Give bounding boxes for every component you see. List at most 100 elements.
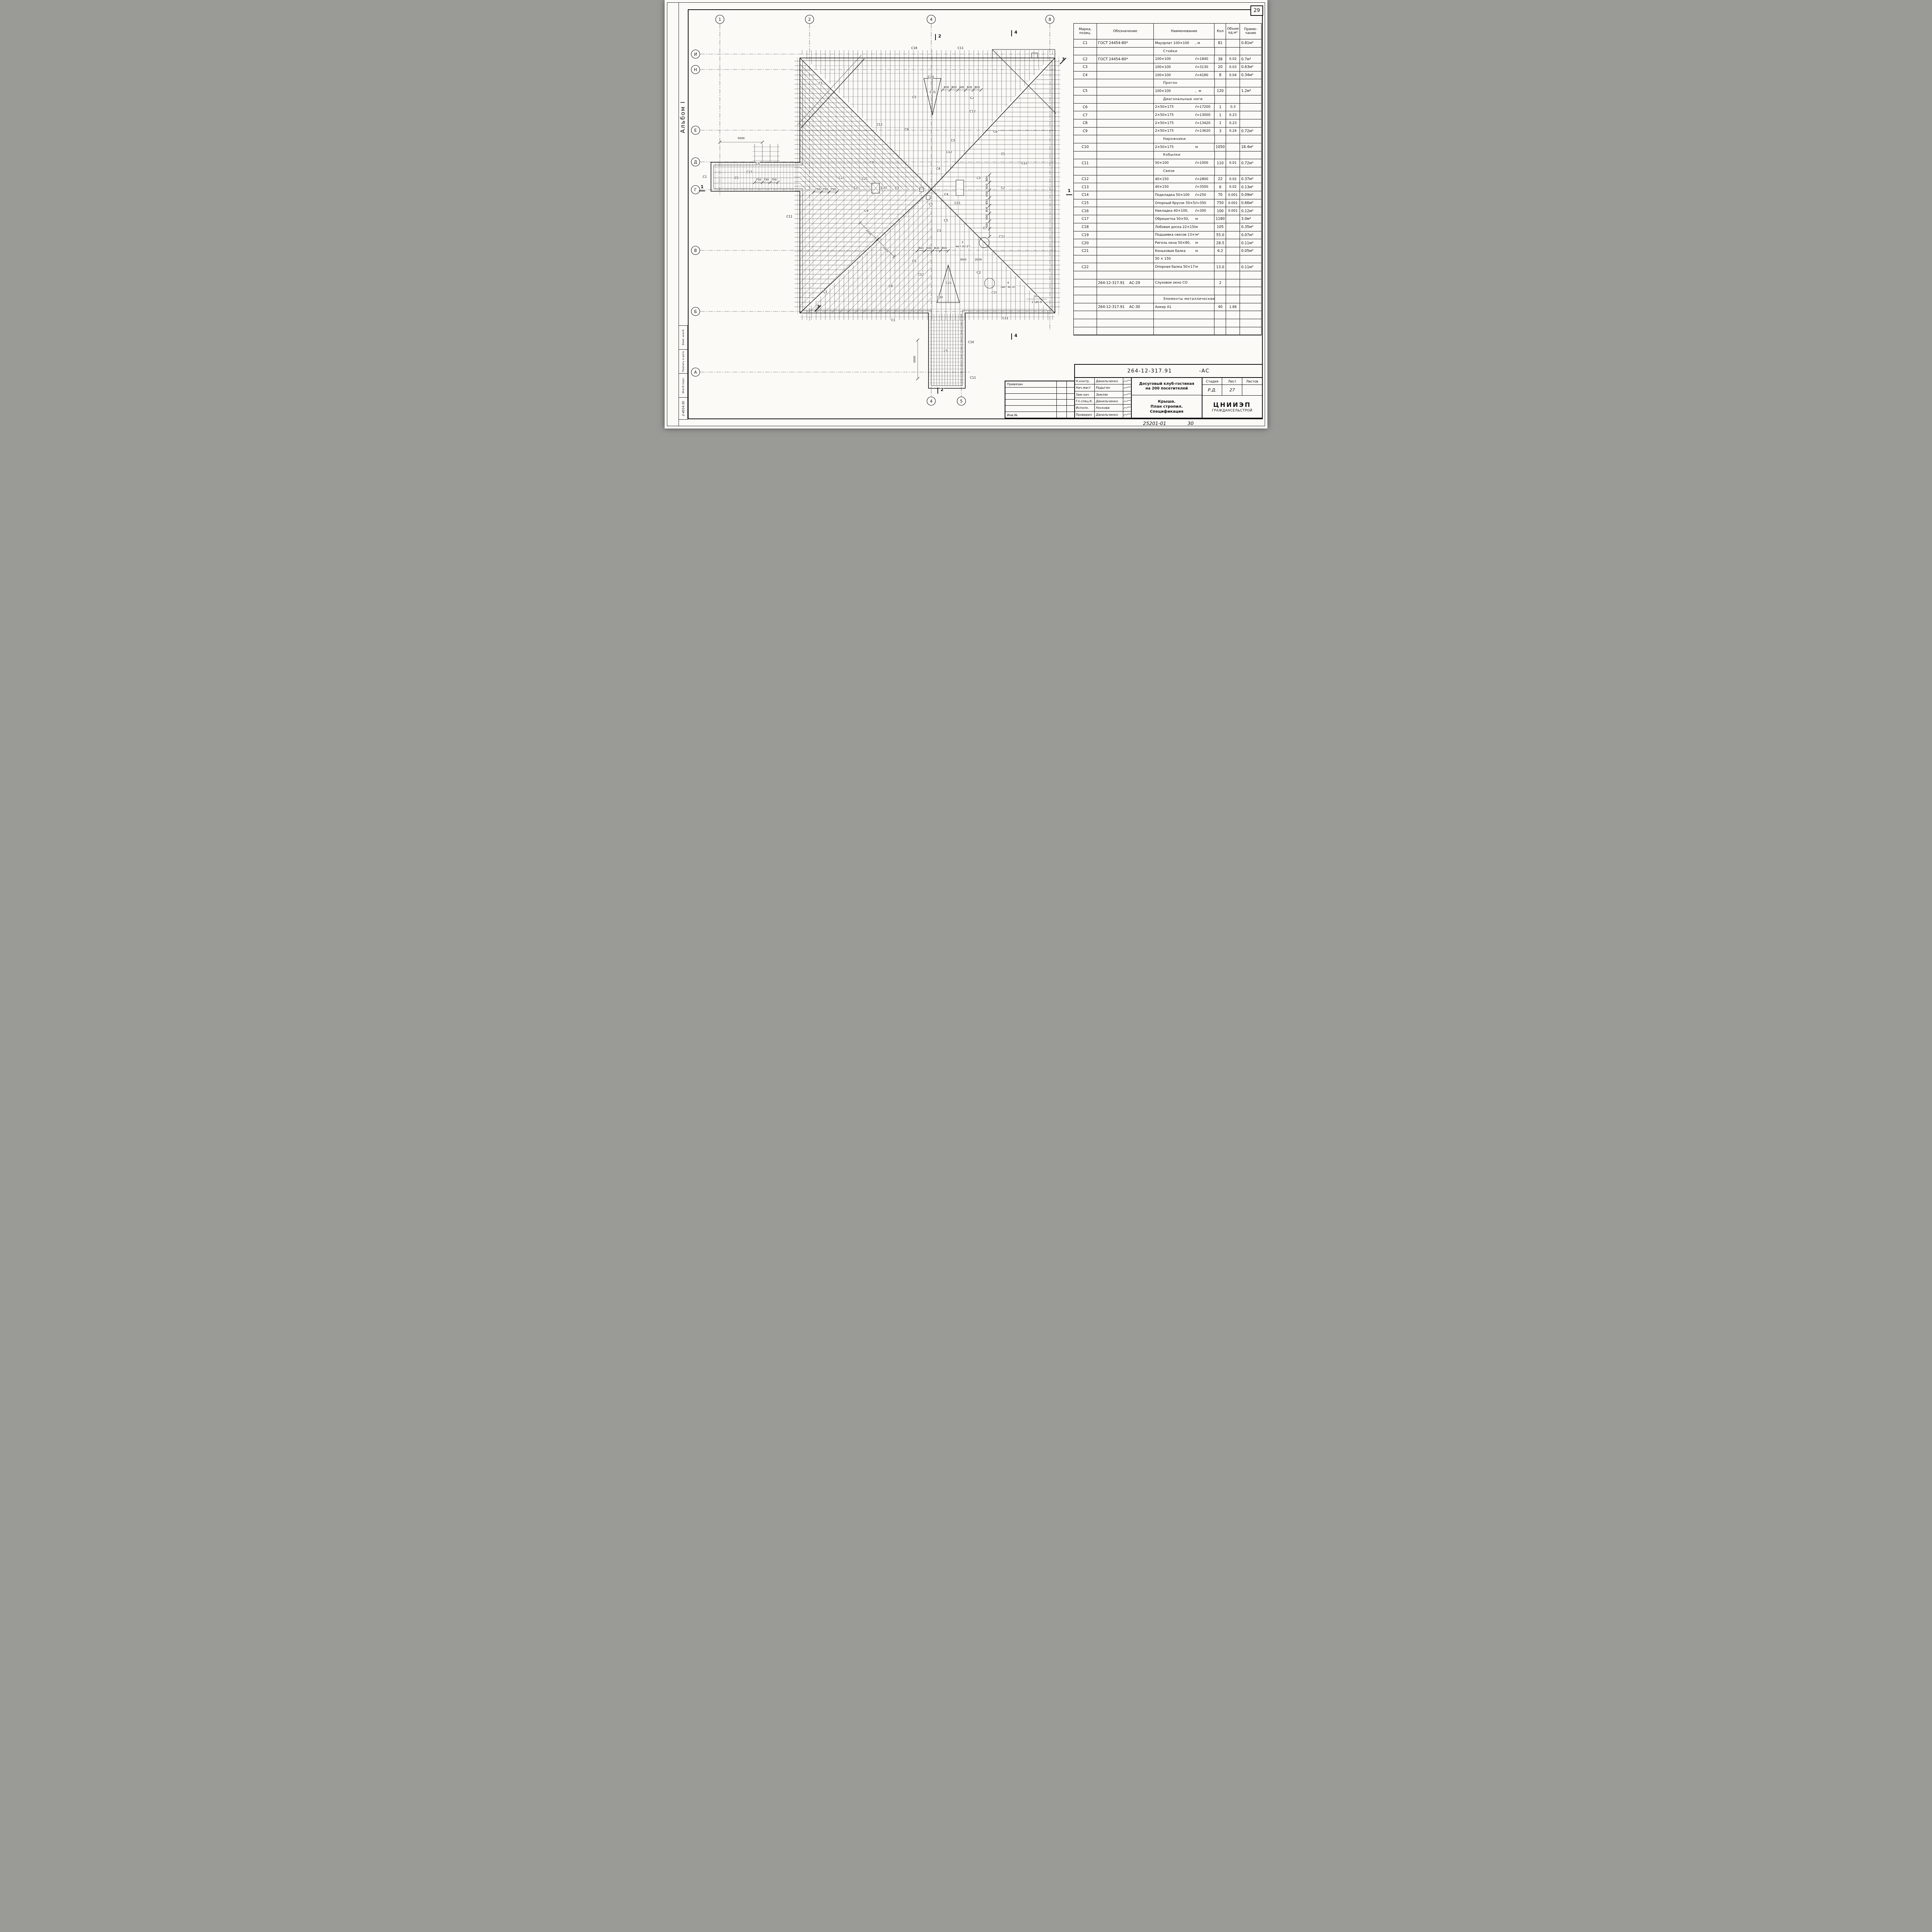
spec-volume: [1226, 279, 1240, 287]
axis-circle: [927, 396, 936, 406]
section-mark: 2: [938, 34, 941, 39]
ext-row: Привязан: [1005, 381, 1075, 388]
note-text: 2.160-9: [1032, 301, 1042, 304]
ext-cell: [1067, 412, 1075, 418]
organization-name: ЦНИИЭП: [1213, 401, 1251, 408]
dim-text: 2000: [959, 258, 967, 261]
spec-designation: [1097, 271, 1154, 279]
spec-qty: 1050: [1214, 143, 1226, 151]
dim-tick: [923, 249, 927, 253]
ext-cell: [1057, 400, 1067, 406]
spec-volume: 0.23: [1226, 111, 1240, 119]
ext-cell: [1067, 388, 1075, 393]
spec-mark: С8: [1074, 119, 1097, 127]
axis-label: 5: [960, 399, 963, 404]
element-mark: С17: [746, 170, 752, 174]
spec-length-text: ℓ=17200: [1195, 105, 1211, 109]
spec-volume: [1226, 167, 1240, 175]
dim-tick: [971, 88, 975, 92]
spec-volume: [1226, 215, 1240, 223]
spec-volume: 0.001: [1226, 207, 1240, 215]
spec-name: Слуховое окно СО: [1154, 279, 1215, 287]
spec-volume: 0.03: [1226, 63, 1240, 71]
spec-name-text: Коньковая балка: [1155, 249, 1186, 253]
axis-label: Д: [694, 160, 697, 165]
plan-line: [800, 221, 931, 313]
dim-text: 850: [985, 199, 988, 204]
stage-value: Р.Д.: [1208, 388, 1217, 393]
stage-label: Стадия: [1202, 378, 1222, 385]
axis-circle: [927, 15, 936, 24]
personnel-signature: [1123, 405, 1131, 411]
spec-header-note: Приме- чание: [1244, 27, 1257, 35]
plan-line: [800, 205, 931, 313]
sheet-label: Лист: [1222, 378, 1242, 385]
element-mark: С20: [937, 296, 943, 299]
spec-name-text: Опорный брусок 50×50,: [1155, 201, 1196, 205]
element-mark: С11: [970, 376, 976, 379]
spec-name-text: Анкер А1: [1155, 305, 1172, 309]
spec-note: 0.09м³: [1241, 193, 1253, 197]
element-mark: С21: [946, 281, 952, 285]
spec-volume: [1226, 135, 1240, 143]
dim-text: 800: [942, 246, 947, 250]
personnel-row: Н.контр.Данильченко: [1075, 378, 1131, 385]
spec-note: [1240, 271, 1261, 279]
spec-header-designation: Обозначение: [1097, 24, 1154, 39]
spec-name: Опорный брусок 50×50,ℓ=350: [1154, 199, 1215, 207]
spec-section-row: Нарожники: [1074, 135, 1261, 143]
dim-text: 750: [764, 178, 769, 181]
dim-text: 800: [985, 214, 988, 220]
margin-stamp-boxes: Взам. инв.N Подпись и дата Инв.N подл. 2…: [679, 325, 688, 420]
spec-qty: [1214, 319, 1226, 327]
signature-path: [1123, 379, 1131, 383]
ext-cell: [1057, 412, 1067, 418]
nw-ridge-outer: [797, 55, 862, 125]
spec-qty: 28.5: [1214, 239, 1226, 247]
plan-line: [800, 189, 931, 214]
dim-text: 2000: [975, 258, 982, 261]
spec-mark: С6: [1074, 103, 1097, 111]
spec-note: [1240, 111, 1261, 119]
spec-mark: С2: [1074, 55, 1097, 63]
ext-cell: [1005, 406, 1057, 412]
spec-note: 0.72м³: [1241, 129, 1253, 133]
spec-qty: 40: [1214, 303, 1226, 311]
spec-length-text: ℓ=1840: [1195, 57, 1208, 61]
spec-designation: [1097, 95, 1154, 103]
spec-name: Мауэрлат 100×100, м: [1154, 39, 1215, 47]
spec-name: Опорная балка 50×175,м: [1154, 263, 1215, 271]
dim-text: 2000: [882, 246, 890, 253]
spec-volume: 0.23: [1226, 119, 1240, 127]
spec-designation: [1097, 103, 1154, 111]
plan-line: [800, 96, 931, 189]
spec-length-text: м: [1195, 265, 1198, 269]
dim-text: 800: [951, 85, 957, 89]
spec-designation: [1097, 199, 1154, 207]
spec-qty: 6.2: [1214, 247, 1226, 255]
element-mark: С18: [911, 46, 917, 50]
wing-batten-grid: [753, 144, 780, 162]
spec-name-text: Ригель окна 50×80,: [1155, 241, 1190, 245]
plan-line: [800, 161, 931, 189]
dim-text: 800: [985, 176, 988, 181]
spec-name-text: 100×100: [1155, 65, 1171, 69]
spec-mark: [1074, 327, 1097, 335]
plan-line: [800, 298, 931, 313]
spec-designation: [1097, 287, 1154, 295]
signature-squiggle: [1123, 413, 1131, 416]
personnel-role: Н.контр.: [1075, 378, 1095, 384]
title-block-attachment-grid: Привязан Инв.№: [1005, 381, 1075, 418]
section-mark: 3: [817, 304, 820, 309]
dim-text: 750: [756, 178, 761, 181]
spec-mark: [1074, 255, 1097, 263]
personnel-role: Исполн.: [1075, 405, 1095, 411]
specification-table: Марка, позиц. Обозначение Наименование К…: [1073, 23, 1262, 336]
plan-line: [800, 189, 931, 229]
dim-text: 800: [985, 207, 988, 212]
spec-volume: [1226, 223, 1240, 231]
sheets-col: Листов: [1242, 378, 1262, 395]
